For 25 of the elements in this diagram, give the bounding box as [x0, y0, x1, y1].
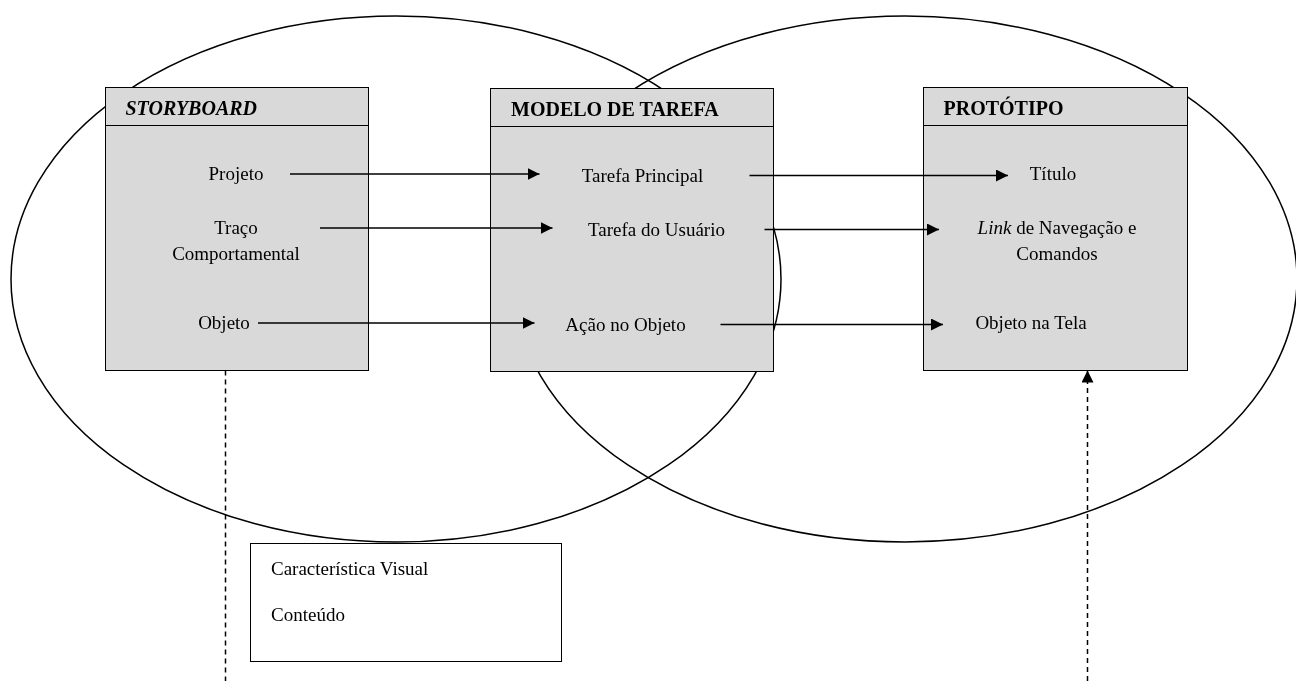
note-text: Conteúdo — [271, 604, 345, 626]
item-label: Objeto na Tela — [943, 310, 1119, 336]
note-box — [250, 543, 562, 662]
panel-heading: PROTÓTIPO — [923, 87, 1187, 126]
arrow — [257, 317, 536, 329]
note-text: Característica Visual — [271, 558, 429, 580]
panel-box — [104, 86, 369, 371]
arrow — [748, 169, 1009, 182]
item-label: Título — [1008, 161, 1098, 187]
panel-heading: MODELO DE TAREFA — [491, 89, 773, 127]
item-label: Objeto — [194, 310, 254, 336]
arrow — [1081, 369, 1094, 681]
arrow — [319, 222, 554, 234]
item-label: Link de Navegação e Comandos — [939, 215, 1175, 267]
arrow — [289, 168, 541, 180]
arrow — [763, 223, 940, 236]
connector-line — [224, 369, 227, 681]
panel-box — [922, 86, 1188, 371]
item-label: Tarefa Principal — [539, 162, 746, 189]
arrow — [719, 318, 944, 331]
panel-heading: STORYBOARD — [105, 87, 368, 126]
item-label: Projeto — [186, 161, 286, 187]
item-label: Traço Comportamental — [156, 215, 316, 267]
item-label: Ação no Objeto — [534, 311, 717, 338]
item-label: Tarefa do Usuário — [552, 216, 761, 243]
